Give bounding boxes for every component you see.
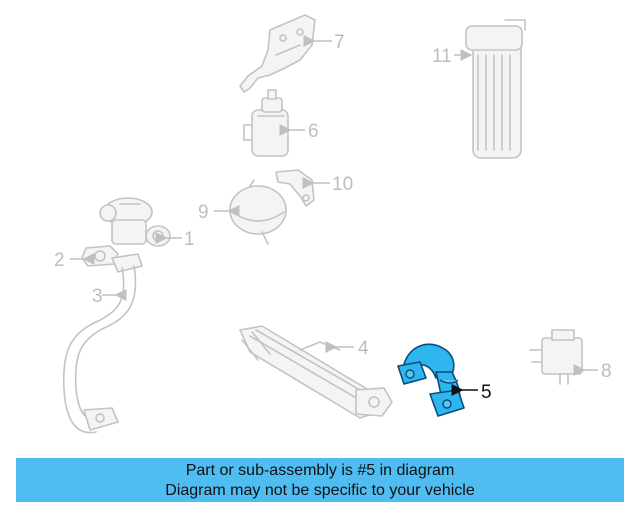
callout-6[interactable]: 6: [308, 121, 319, 142]
callout-7[interactable]: 7: [334, 32, 345, 53]
callout-9[interactable]: 9: [198, 202, 209, 223]
callout-1[interactable]: 1: [184, 229, 195, 250]
reservoir-part-9[interactable]: [229, 179, 287, 245]
cooler-part-11[interactable]: [465, 19, 526, 159]
info-banner: Part or sub-assembly is #5 in diagram Di…: [16, 458, 624, 502]
gasket-part-2[interactable]: [81, 245, 119, 267]
switch-part-8[interactable]: [529, 329, 583, 385]
callout-5[interactable]: 5: [481, 382, 492, 403]
callout-11[interactable]: 11: [432, 46, 452, 67]
banner-line-1: Part or sub-assembly is #5 in diagram: [185, 462, 455, 479]
callout-3[interactable]: 3: [92, 286, 103, 307]
egr-cooler-part-4[interactable]: [239, 325, 393, 419]
callout-2[interactable]: 2: [54, 250, 65, 271]
egr-valve-part-1[interactable]: [99, 197, 171, 247]
callout-10[interactable]: 10: [332, 174, 353, 195]
callout-8[interactable]: 8: [601, 361, 612, 382]
egr-tube-part-5[interactable]: [397, 343, 465, 417]
bracket-part-7[interactable]: [239, 14, 316, 93]
callout-4[interactable]: 4: [358, 338, 369, 359]
egr-pipe-part-3[interactable]: [62, 253, 143, 434]
banner-line-2: Diagram may not be specific to your vehi…: [165, 482, 475, 499]
solenoid-part-6[interactable]: [243, 89, 289, 157]
